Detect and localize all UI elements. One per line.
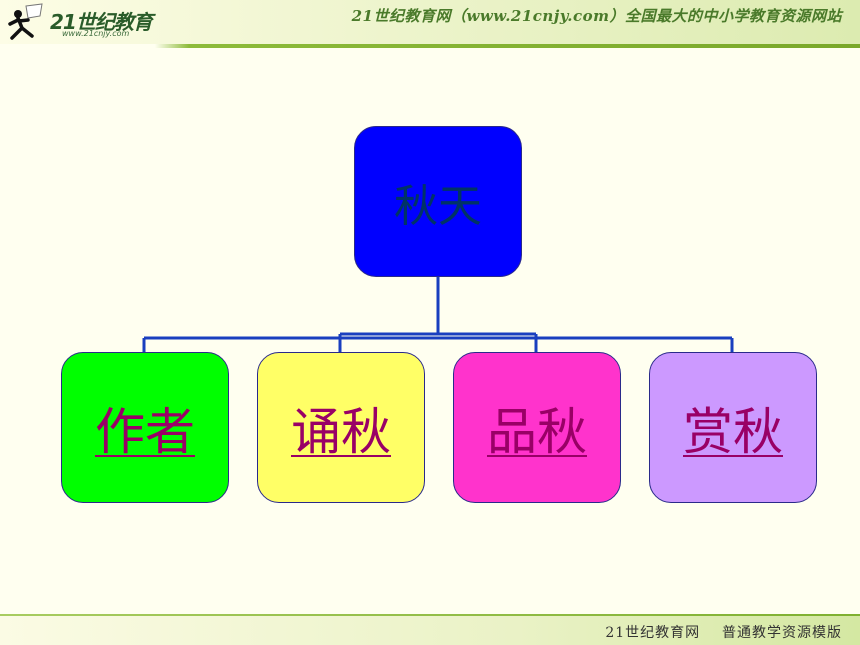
- node-recite-autumn[interactable]: 诵秋: [257, 352, 425, 503]
- footer-line: [0, 614, 860, 617]
- header-bar: [0, 0, 860, 44]
- node-author-link[interactable]: 作者: [95, 402, 195, 461]
- node-recite-autumn-link[interactable]: 诵秋: [291, 402, 391, 461]
- node-admire-autumn[interactable]: 赏秋: [649, 352, 817, 503]
- footer-bar: [0, 616, 860, 645]
- logo-text: 21世纪教育: [50, 10, 153, 34]
- runner-logo-icon: [8, 3, 43, 40]
- root-node: 秋天: [354, 126, 522, 277]
- footer-template: 普通教学资源模版: [722, 625, 842, 641]
- node-savor-autumn-link[interactable]: 品秋: [487, 402, 587, 461]
- header-banner-text: 21世纪教育网（www.21cnjy.com）全国最大的中小学教育资源网站: [351, 7, 842, 25]
- footer-site: 21世纪教育网: [605, 625, 701, 641]
- footer-text: 21世纪教育网 普通教学资源模版: [605, 622, 842, 642]
- node-author[interactable]: 作者: [61, 352, 229, 503]
- site-logo[interactable]: 21世纪教育 www.21cnjy.com: [4, 2, 174, 42]
- node-admire-autumn-link[interactable]: 赏秋: [683, 402, 783, 461]
- header-stripe: [0, 44, 860, 48]
- logo-url: www.21cnjy.com: [62, 29, 130, 38]
- node-savor-autumn[interactable]: 品秋: [453, 352, 621, 503]
- root-node-label: 秋天: [394, 180, 482, 232]
